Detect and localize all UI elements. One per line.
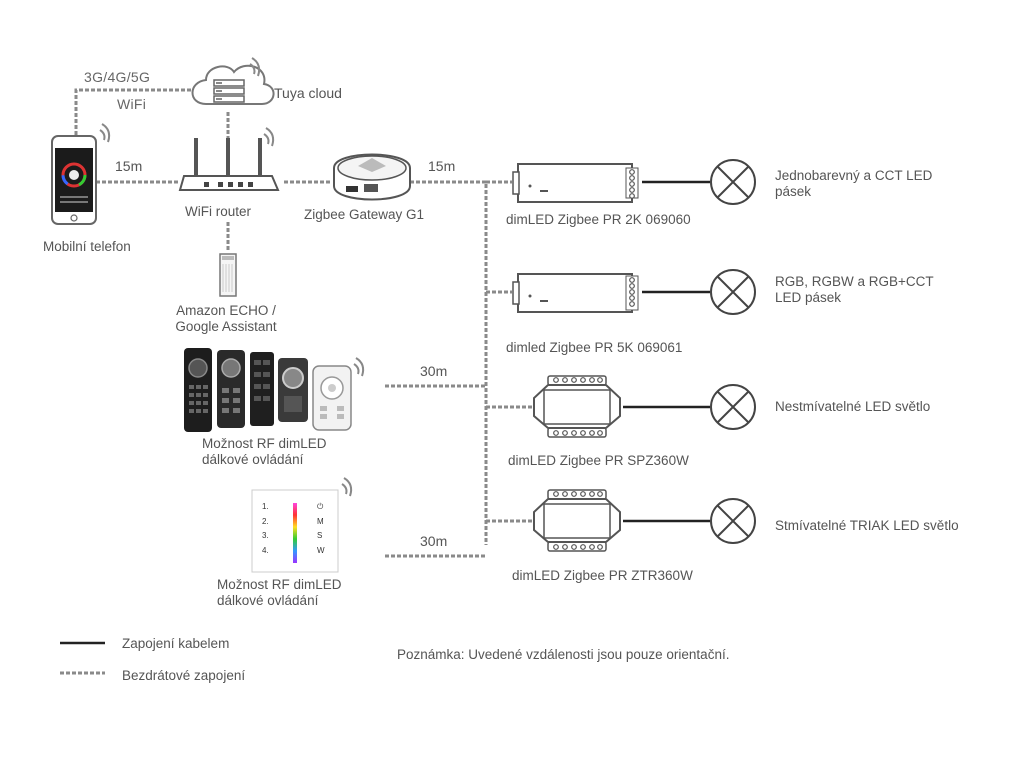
note-text: Poznámka: Uvedené vzdálenosti jsou pouze… <box>397 647 730 662</box>
module-name: dimled Zigbee PR 5K 069061 <box>506 340 683 355</box>
panel-key: 3. <box>262 531 269 540</box>
wall-panel-label-line2: dálkové ovládání <box>217 593 319 608</box>
cloud-signal-icon <box>249 57 261 77</box>
load-label: Nestmívatelné LED světlo <box>775 399 931 414</box>
echo-label: Amazon ECHO / Google Assistant <box>150 303 302 335</box>
load-label-line1: Jednobarevný a CCT LED <box>775 168 933 183</box>
cloud-label: Tuya cloud <box>274 85 342 101</box>
phone-label: Mobilní telefon <box>43 239 131 254</box>
load-label-line2: pásek <box>775 184 812 199</box>
panel-signal-icon <box>341 477 353 497</box>
echo-speaker-icon <box>219 253 237 297</box>
module-name: dimLED Zigbee PR ZTR360W <box>512 568 693 583</box>
wall-panel-label-line1: Možnost RF dimLED <box>217 577 342 592</box>
panel-key: 1. <box>262 502 269 511</box>
router-signal-icon <box>263 127 275 147</box>
wifi-label: WiFi <box>117 96 147 112</box>
wall-panel-label: Možnost RF dimLED dálkové ovládání <box>217 577 342 609</box>
remotes-label-line1: Možnost RF dimLED <box>202 436 327 451</box>
lamp-icon <box>710 384 756 430</box>
phone-icon <box>51 135 97 225</box>
module-2k-icon <box>512 163 639 203</box>
cloud-icon <box>191 64 275 105</box>
phone-signal-icon <box>99 123 111 143</box>
lamp-icon <box>710 498 756 544</box>
phone-cloud-link <box>74 88 198 135</box>
panel-key: ⏻ <box>317 502 324 511</box>
remotes-label-line2: dálkové ovládání <box>202 452 304 467</box>
load-label: RGB, RGBW a RGB+CCT LED pásek <box>775 274 934 306</box>
panel-keys-right: ⏻ M S W <box>317 500 325 558</box>
load-label-line1: RGB, RGBW a RGB+CCT <box>775 274 934 289</box>
legend-wireless-label: Bezdrátové zapojení <box>122 668 246 683</box>
distance-phone-router: 15m <box>115 158 143 174</box>
module-5k-icon <box>512 273 639 313</box>
module-ztr360w-icon <box>533 489 621 552</box>
gateway-icon <box>333 153 411 201</box>
wireless-links <box>74 88 540 558</box>
router-label: WiFi router <box>185 204 252 219</box>
gateway-label: Zigbee Gateway G1 <box>304 207 425 222</box>
panel-key: 4. <box>262 545 269 555</box>
panel-key: 2. <box>262 516 269 526</box>
distance-gateway-bus: 15m <box>428 158 456 174</box>
load-label: Stmívatelné TRIAK LED světlo <box>775 518 959 533</box>
panel-key: M <box>317 516 324 526</box>
panel-key: W <box>317 545 325 555</box>
wired-links <box>623 180 710 523</box>
rf-remotes-icon <box>184 348 352 432</box>
echo-label-line1: Amazon ECHO / <box>176 303 276 318</box>
panel-key: S <box>317 531 323 540</box>
distance-panel-bus: 30m <box>420 533 448 549</box>
router-icon <box>178 138 280 191</box>
module-spz360w-icon <box>533 375 621 438</box>
lamp-icon <box>710 269 756 315</box>
echo-label-line2: Google Assistant <box>175 319 277 334</box>
module-name: dimLED Zigbee PR SPZ360W <box>508 453 689 468</box>
distance-remotes-bus: 30m <box>420 363 448 379</box>
lamp-icon <box>710 159 756 205</box>
wall-panel-icon <box>251 489 339 573</box>
legend-wired-label: Zapojení kabelem <box>122 636 230 651</box>
panel-keys-left: 1. 2. 3. 4. <box>262 500 269 558</box>
remotes-signal-icon <box>353 357 365 377</box>
cellular-label: 3G/4G/5G <box>84 69 151 85</box>
load-label: Jednobarevný a CCT LED pásek <box>775 168 932 200</box>
load-label-line2: LED pásek <box>775 290 842 305</box>
module-name: dimLED Zigbee PR 2K 069060 <box>506 212 691 227</box>
remotes-label: Možnost RF dimLED dálkové ovládání <box>202 436 327 468</box>
